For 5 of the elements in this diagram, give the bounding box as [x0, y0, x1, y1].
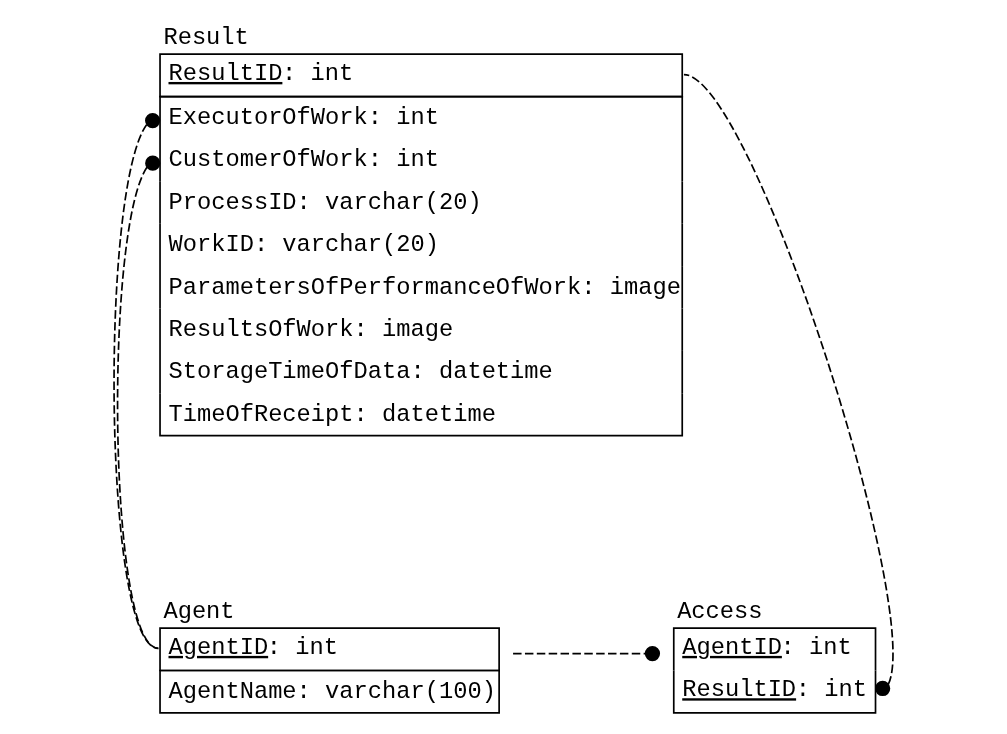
- node-label: Agent: [163, 598, 235, 626]
- connector: [512, 645, 661, 662]
- node-label: Result: [163, 24, 249, 52]
- connector: [683, 73, 894, 697]
- node-text: Access AgentID: int ResultID: int: [677, 598, 867, 704]
